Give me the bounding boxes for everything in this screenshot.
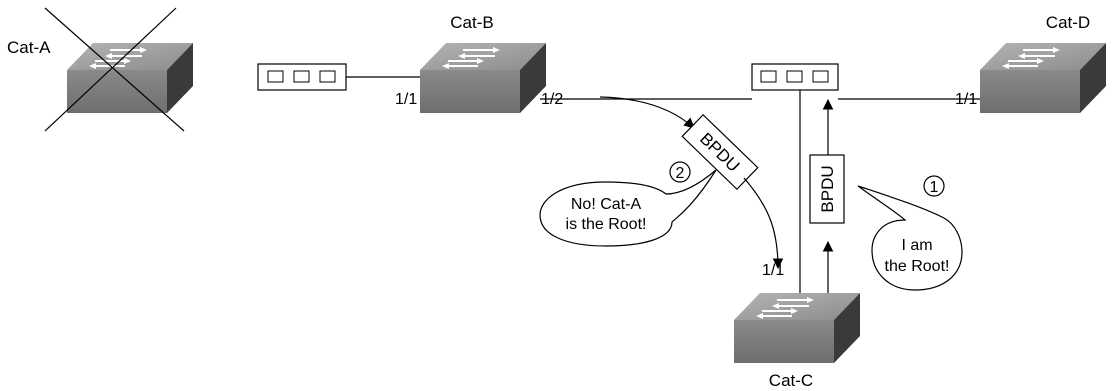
speech-bubble-cat-b: No! Cat-A is the Root! — [539, 169, 717, 247]
switch-label-cat-d: Cat-D — [1046, 13, 1090, 32]
failed-cross-line — [44, 7, 177, 132]
bubble-text-cat-b-line1: No! Cat-A — [571, 196, 642, 213]
port-label-cat-d-1-1: 1/1 — [955, 91, 977, 108]
port-label-cat-b-1-1: 1/1 — [395, 91, 417, 108]
links — [346, 76, 980, 302]
switch-label-cat-b: Cat-B — [450, 13, 493, 32]
hub-center — [751, 63, 839, 91]
switch-cat-d: Cat-D — [980, 13, 1106, 113]
bubble-text-cat-c-line1: I am — [901, 237, 932, 254]
switch-label-cat-c: Cat-C — [769, 371, 813, 390]
bubble-text-cat-c-line2: the Root! — [885, 258, 950, 275]
switch-cat-c: Cat-C — [734, 293, 860, 390]
switch-label-cat-a: Cat-A — [7, 38, 51, 57]
bpdu-label-vertical: BPDU — [818, 165, 837, 212]
step-number-1: 1 — [930, 179, 939, 196]
switch-cat-a: Cat-A — [7, 7, 193, 132]
step-number-2: 2 — [676, 165, 685, 182]
switch-cat-b: Cat-B — [420, 13, 546, 113]
failed-cross-icon — [44, 7, 185, 132]
step-marker-1: 1 — [923, 175, 945, 197]
port-label-cat-b-1-2: 1/2 — [541, 91, 563, 108]
speech-bubble-cat-c: I am the Root! — [857, 185, 963, 291]
bubble-text-cat-b-line2: is the Root! — [566, 216, 647, 233]
port-label-cat-c-1-1: 1/1 — [762, 262, 784, 279]
bpdu-upward: BPDU — [809, 98, 845, 293]
step-marker-2: 2 — [669, 161, 691, 183]
hub-left — [257, 63, 347, 91]
